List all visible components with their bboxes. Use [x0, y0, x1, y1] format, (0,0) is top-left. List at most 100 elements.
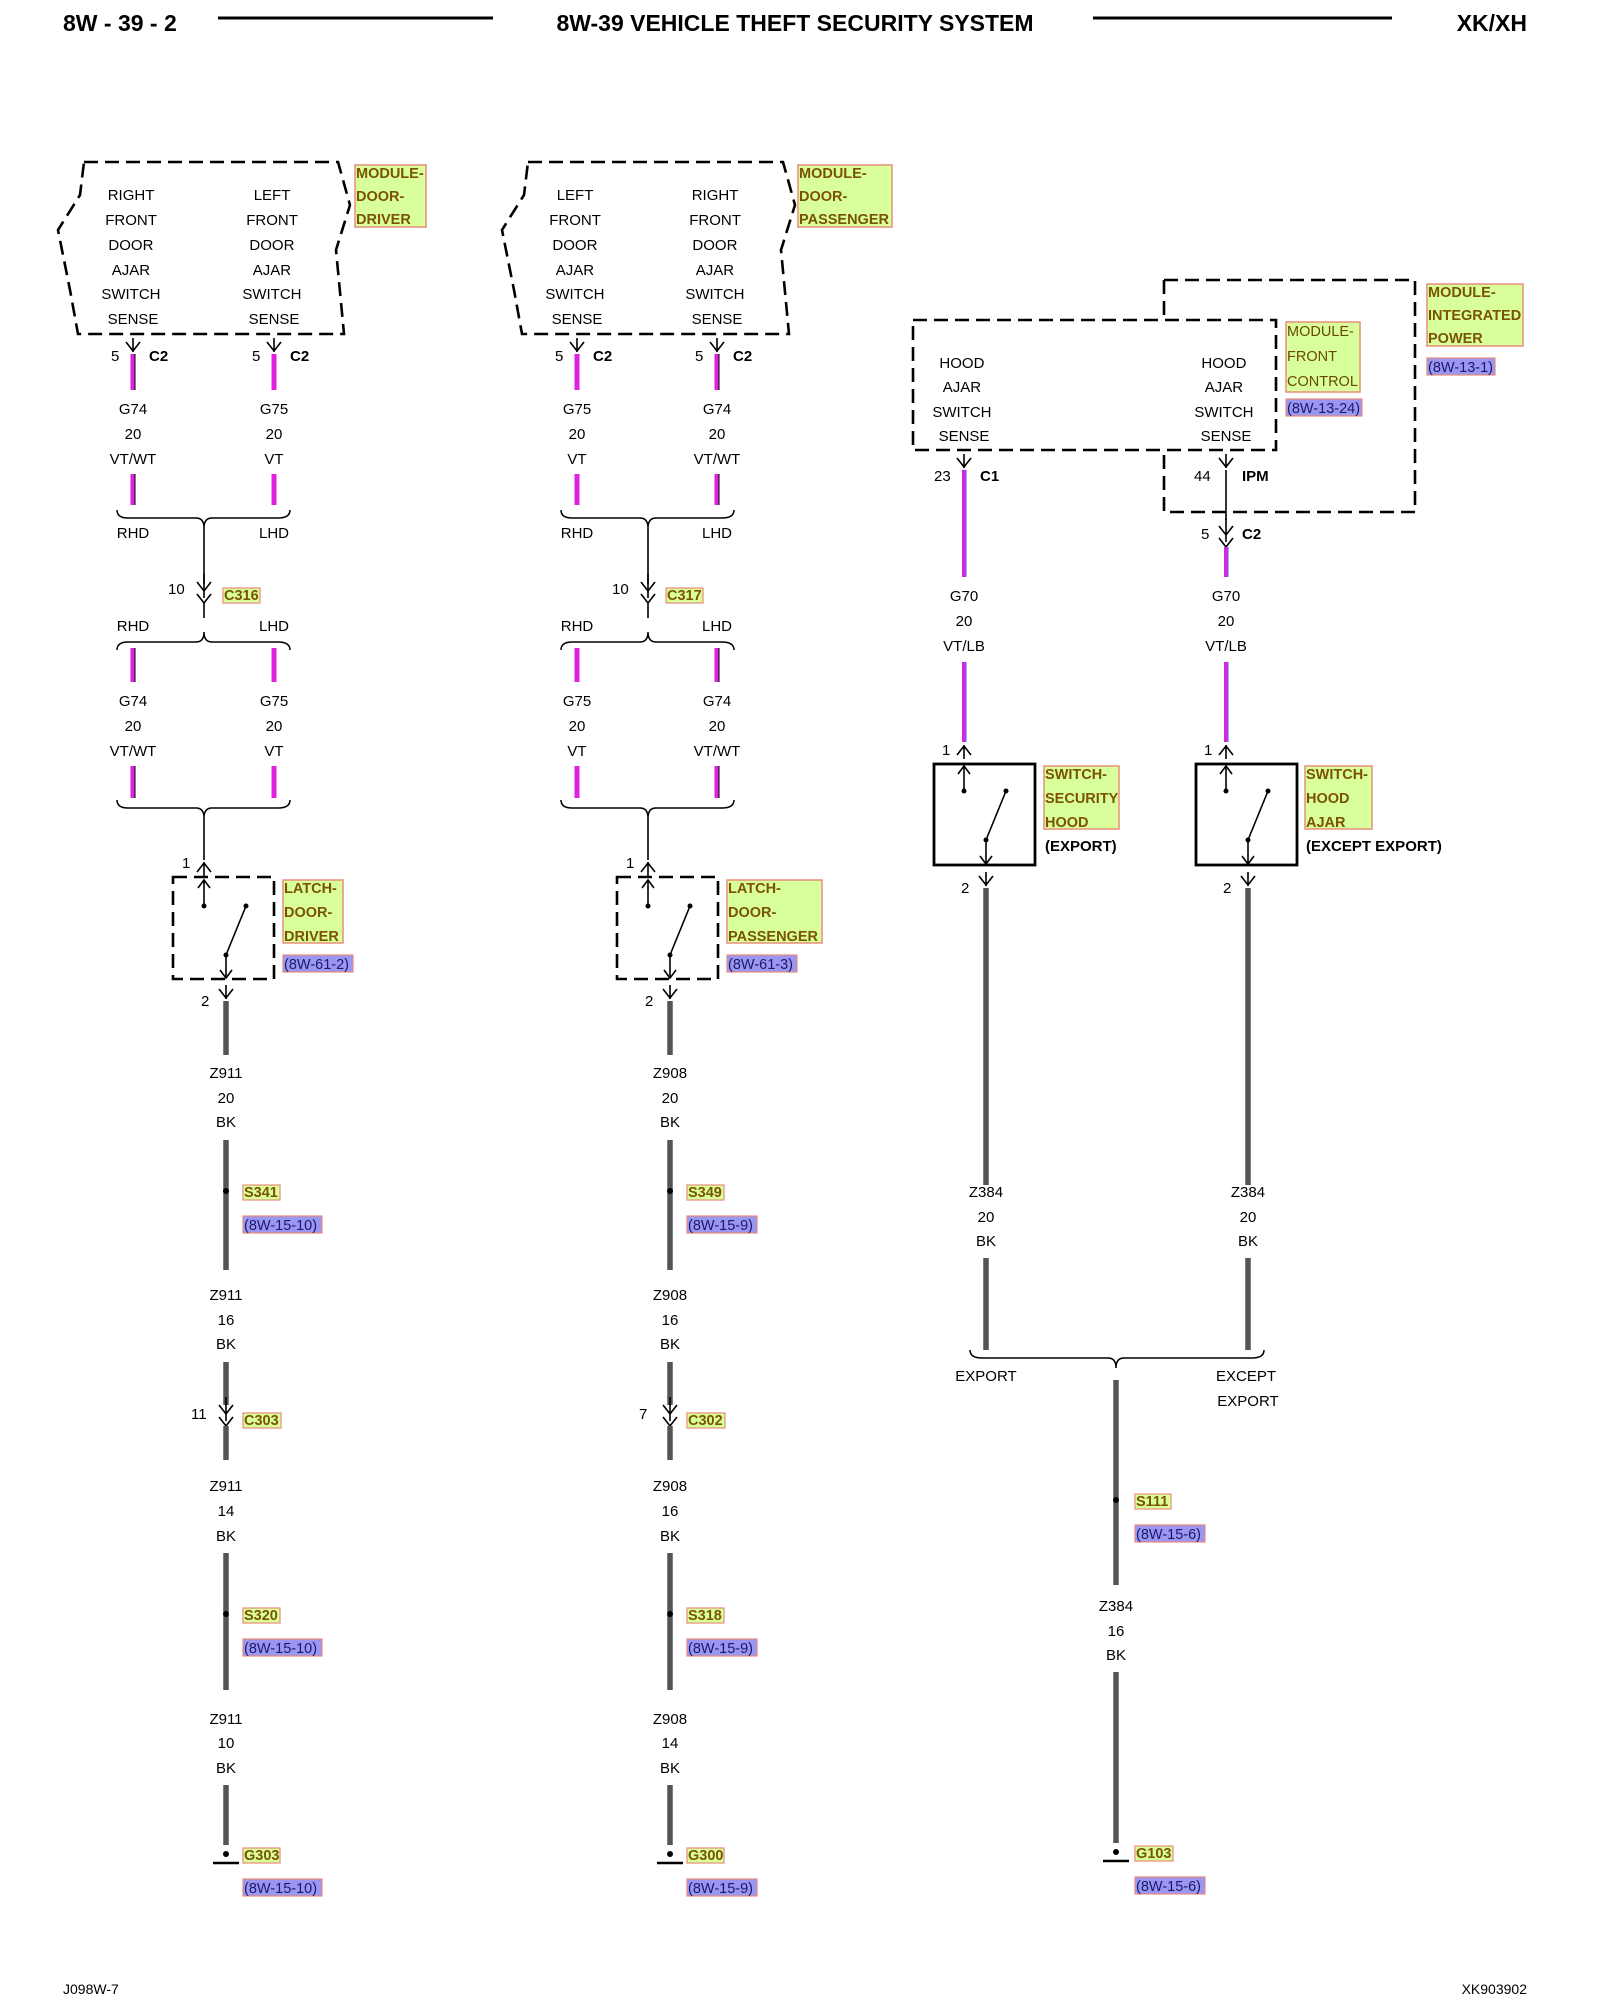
pin-label: 11 — [191, 1406, 207, 1423]
footer-left-code: J098W-7 — [63, 1981, 119, 1997]
rhd-label: RHD — [117, 618, 150, 635]
latch-door-passenger-label: LATCH- DOOR- PASSENGER — [728, 881, 819, 945]
splice-s320-ref[interactable]: (8W-15-10) — [244, 1641, 317, 1657]
ground-g303-ref[interactable]: (8W-15-10) — [244, 1881, 317, 1897]
connector-label: C2 — [593, 348, 612, 365]
module-door-passenger-label: MODULE- DOOR- PASSENGER — [799, 166, 890, 228]
pin-label: 5 — [111, 348, 119, 365]
connector-label: C2 — [1242, 526, 1261, 543]
switch-hood-ajar-variant: (EXCEPT EXPORT) — [1306, 838, 1442, 855]
pin-label: 10 — [168, 581, 185, 598]
module-door-passenger-left-labels: LEFT FRONT DOOR AJAR SWITCH SENSE — [545, 187, 608, 328]
splice-s349-ref[interactable]: (8W-15-9) — [688, 1218, 753, 1234]
splice-s341[interactable]: S341 — [244, 1185, 278, 1201]
connector-label: C2 — [733, 348, 752, 365]
connector-c302[interactable]: C302 — [688, 1413, 723, 1429]
except-export-label: EXCEPT EXPORT — [1216, 1368, 1280, 1410]
module-integrated-power-ref[interactable]: (8W-13-1) — [1428, 360, 1493, 376]
module-door-driver: RIGHT FRONT DOOR AJAR SWITCH SENSE LEFT … — [56, 160, 427, 336]
splice-s111-ref[interactable]: (8W-15-6) — [1136, 1527, 1201, 1543]
model-code: XK/XH — [1457, 10, 1527, 36]
splice-s318[interactable]: S318 — [688, 1608, 722, 1624]
module-integrated-power-label: MODULE- INTEGRATED POWER — [1428, 285, 1525, 347]
ground-g103[interactable]: G103 — [1136, 1846, 1171, 1862]
connector-c317[interactable]: C317 — [667, 588, 702, 604]
splice-s318-ref[interactable]: (8W-15-9) — [688, 1641, 753, 1657]
pin-label: 5 — [695, 348, 703, 365]
rhd-label: RHD — [561, 618, 594, 635]
latch-door-driver-label: LATCH- DOOR- DRIVER — [284, 881, 341, 945]
page-title: 8W-39 VEHICLE THEFT SECURITY SYSTEM — [556, 10, 1033, 36]
pin-label: 2 — [961, 880, 969, 897]
lhd-label: LHD — [702, 525, 732, 542]
pin-label: 7 — [639, 1406, 647, 1423]
splice-s349[interactable]: S349 — [688, 1185, 722, 1201]
ground-g103-ref[interactable]: (8W-15-6) — [1136, 1879, 1201, 1895]
connector-label: C2 — [290, 348, 309, 365]
ground-g300[interactable]: G300 — [688, 1848, 723, 1864]
pin-label: 1 — [942, 742, 950, 759]
module-door-driver-left-labels: RIGHT FRONT DOOR AJAR SWITCH SENSE — [101, 187, 164, 328]
splice-s341-ref[interactable]: (8W-15-10) — [244, 1218, 317, 1234]
latch-door-passenger-switch-symbol — [641, 878, 693, 980]
hood-ajar-sense-left-labels: HOOD AJAR SWITCH SENSE — [932, 355, 995, 445]
rhd-label: RHD — [561, 525, 594, 542]
page-number: 8W - 39 - 2 — [63, 10, 177, 36]
switch-hood-ajar-label: SWITCH- HOOD AJAR — [1306, 767, 1372, 831]
switch-security-hood-label: SWITCH- SECURITY HOOD — [1045, 767, 1122, 831]
pin-label: 1 — [626, 855, 634, 872]
switch-hood-ajar-symbol — [1219, 764, 1271, 866]
lhd-label: LHD — [259, 618, 289, 635]
module-integrated-power: MODULE- INTEGRATED POWER (8W-13-1) — [1426, 283, 1525, 376]
pin-label: 1 — [182, 855, 190, 872]
lhd-label: LHD — [259, 525, 289, 542]
pin-label: 2 — [1223, 880, 1231, 897]
pin-label: 23 — [934, 468, 951, 485]
module-front-control: HOOD AJAR SWITCH SENSE HOOD AJAR SWITCH … — [911, 278, 1417, 514]
ground-g303[interactable]: G303 — [244, 1848, 279, 1864]
connector-c303[interactable]: C303 — [244, 1413, 279, 1429]
connector-c316[interactable]: C316 — [224, 588, 259, 604]
pin-label: 5 — [1201, 526, 1209, 543]
latch-door-driver-ref[interactable]: (8W-61-2) — [284, 957, 349, 973]
connector-label: C2 — [149, 348, 168, 365]
module-door-passenger: LEFT FRONT DOOR AJAR SWITCH SENSE RIGHT … — [500, 160, 893, 336]
latch-door-passenger-ref[interactable]: (8W-61-3) — [728, 957, 793, 973]
pin-label: 10 — [612, 581, 629, 598]
module-front-control-ref[interactable]: (8W-13-24) — [1287, 401, 1360, 417]
splice-s111[interactable]: S111 — [1136, 1494, 1168, 1510]
hood-ajar-sense-right-labels: HOOD AJAR SWITCH SENSE — [1194, 355, 1257, 445]
export-label: EXPORT — [955, 1368, 1016, 1385]
pin-label: 2 — [645, 993, 653, 1010]
pin-label: 1 — [1204, 742, 1212, 759]
pin-label: 5 — [555, 348, 563, 365]
ground-g300-ref[interactable]: (8W-15-9) — [688, 1881, 753, 1897]
connector-label: IPM — [1242, 468, 1269, 485]
lhd-label: LHD — [702, 618, 732, 635]
splice-s320[interactable]: S320 — [244, 1608, 278, 1624]
pin-label: 2 — [201, 993, 209, 1010]
